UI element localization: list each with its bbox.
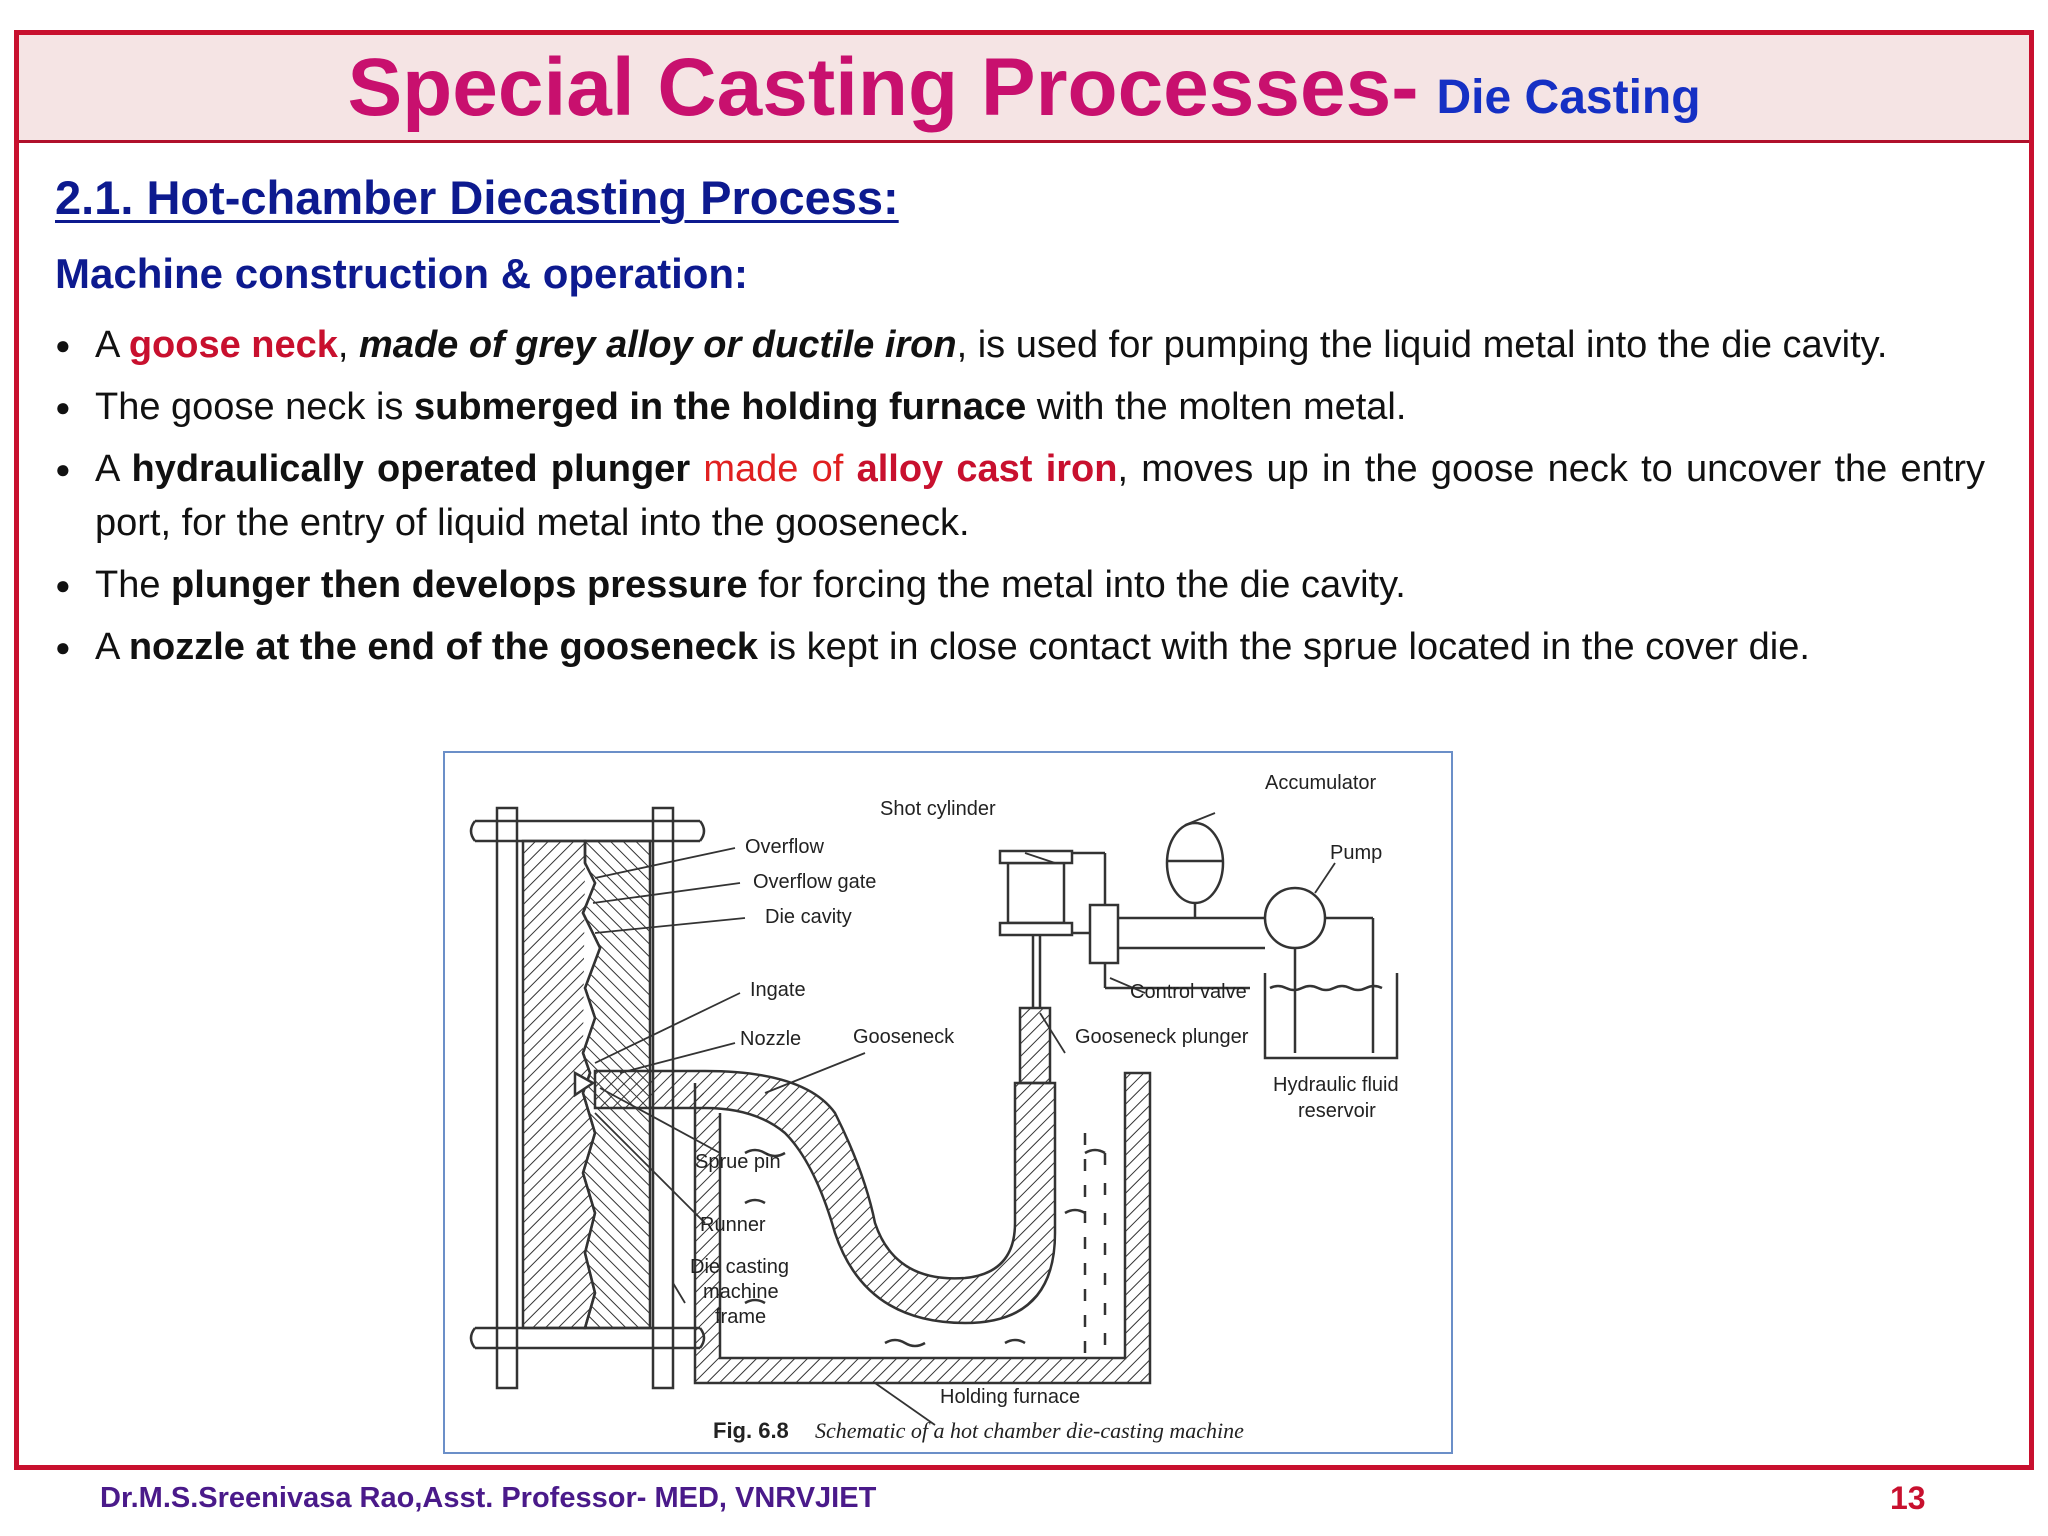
- title-bar: Special Casting Processes- Die Casting: [19, 35, 2029, 143]
- figure-caption: Schematic of a hot chamber die-casting m…: [815, 1418, 1244, 1443]
- hydraulic-system: [1165, 821, 1399, 1060]
- bullet-item: ● A goose neck, made of grey alloy or du…: [55, 318, 1985, 372]
- label-control-valve: Control valve: [1130, 981, 1247, 1003]
- label-machine: machine: [703, 1281, 779, 1303]
- bullet-bold: plunger then develops pressure: [171, 564, 748, 606]
- gooseneck: [593, 1069, 1057, 1325]
- bullet-text: is kept in close contact with the sprue …: [758, 626, 1810, 668]
- bullet-dot-icon: ●: [55, 330, 71, 360]
- bullet-bold: submerged in the holding furnace: [413, 386, 1027, 428]
- bullet-bold: hydraulically operated plunger: [131, 448, 691, 490]
- label-pump: Pump: [1330, 842, 1382, 864]
- bullet-item: ● A hydraulically operated plunger made …: [55, 442, 1985, 550]
- bullet-text: A: [95, 626, 129, 668]
- bullet-highlight: alloy cast iron: [856, 448, 1118, 490]
- label-sprue-pin: Sprue pin: [695, 1151, 781, 1173]
- bullet-text: The goose neck is: [95, 386, 414, 428]
- bullet-emphasis: made of grey alloy or ductile iron: [359, 324, 957, 366]
- leader-lines: [592, 812, 1336, 1426]
- label-accumulator: Accumulator: [1265, 772, 1376, 794]
- bullet-text: ,: [337, 324, 360, 366]
- label-overflow-gate: Overflow gate: [753, 871, 876, 893]
- label-reservoir: reservoir: [1298, 1100, 1376, 1122]
- label-nozzle: Nozzle: [740, 1028, 801, 1050]
- bullet-list: ● A goose neck, made of grey alloy or du…: [55, 318, 1985, 682]
- label-overflow: Overflow: [745, 836, 824, 858]
- label-runner: Runner: [700, 1214, 766, 1236]
- diagram-labels: Accumulator Shot cylinder Pump Overflow …: [690, 772, 1399, 1443]
- slide-subtitle: Die Casting: [1436, 71, 1701, 124]
- label-hydraulic-fluid: Hydraulic fluid: [1273, 1074, 1399, 1096]
- bullet-dot-icon: ●: [55, 454, 71, 484]
- bullet-item: ● A nozzle at the end of the gooseneck i…: [55, 620, 1985, 674]
- hot-chamber-diagram: Accumulator Shot cylinder Pump Overflow …: [469, 772, 1399, 1443]
- page-number: 13: [1890, 1480, 1926, 1516]
- bullet-text: The: [95, 564, 172, 606]
- slide-title: Special Casting Processes-: [347, 41, 1419, 133]
- label-ingate: Ingate: [750, 979, 806, 1001]
- label-gooseneck: Gooseneck: [853, 1026, 955, 1048]
- bullet-dot-icon: ●: [55, 392, 71, 422]
- bullet-highlight: goose neck: [128, 324, 338, 366]
- bullet-bold: nozzle at the end of the gooseneck: [128, 626, 759, 668]
- slide-frame: [14, 30, 2034, 1470]
- label-gooseneck-plunger: Gooseneck plunger: [1075, 1026, 1249, 1048]
- bullet-text: A: [95, 448, 132, 490]
- label-holding-furnace: Holding furnace: [940, 1386, 1080, 1408]
- bullet-text: for forcing the metal into the die cavit…: [747, 564, 1406, 606]
- bullet-text: with the molten metal.: [1026, 386, 1407, 428]
- label-die-cavity: Die cavity: [765, 906, 852, 928]
- bullet-red-text: made of: [690, 448, 857, 490]
- bullet-dot-icon: ●: [55, 632, 71, 662]
- bullet-item: ● The goose neck is submerged in the hol…: [55, 380, 1985, 434]
- bullet-text: , is used for pumping the liquid metal i…: [956, 324, 1888, 366]
- bullet-text: , moves up in the goose neck to uncover …: [95, 448, 1986, 544]
- figure-number: Fig. 6.8: [713, 1418, 789, 1443]
- section-subheading: Machine construction & operation:: [55, 250, 749, 297]
- bullet-item: ● The plunger then develops pressure for…: [55, 558, 1985, 612]
- section-heading: 2.1. Hot-chamber Diecasting Process:: [55, 171, 899, 224]
- label-shot-cylinder: Shot cylinder: [880, 798, 996, 820]
- shot-cylinder: [998, 849, 1265, 1085]
- diagram-figure: Accumulator Shot cylinder Pump Overflow …: [443, 751, 1453, 1454]
- label-die-casting: Die casting: [690, 1256, 789, 1278]
- bullet-text: A: [95, 324, 129, 366]
- footer-author: Dr.M.S.Sreenivasa Rao,Asst. Professor- M…: [100, 1482, 877, 1514]
- holding-furnace: [693, 1071, 1152, 1385]
- bullet-dot-icon: ●: [55, 570, 71, 600]
- label-frame: frame: [715, 1306, 766, 1328]
